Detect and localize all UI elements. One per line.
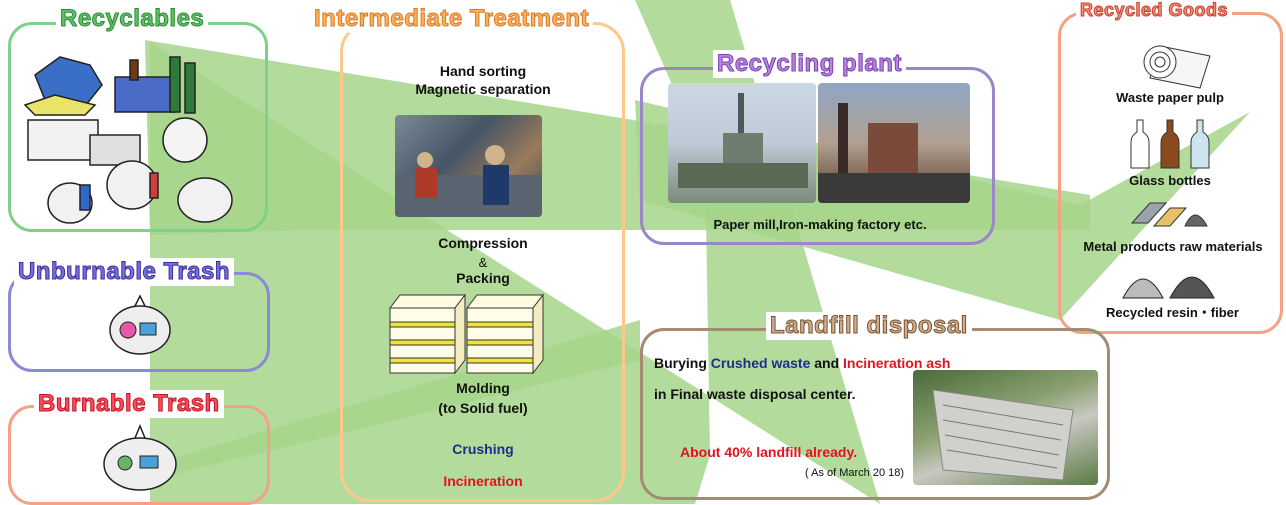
landfill-percent: About 40% landfill already. <box>680 444 858 460</box>
landfill-line1-c: and <box>810 355 844 371</box>
landfill-line1-a: Burying <box>654 355 711 371</box>
recycled-goods-title: Recycled Goods <box>1076 0 1233 21</box>
landfill-photo <box>913 370 1098 485</box>
paper-mill-photo <box>668 83 816 203</box>
resin-label: Recycled resin・fiber <box>1106 305 1239 320</box>
molding-label: Molding <box>456 380 510 396</box>
landfill-title: Landfill disposal <box>766 312 972 340</box>
sorting-photo <box>395 115 542 217</box>
unburnable-bag-icon <box>109 294 171 355</box>
ampersand-label: & <box>478 255 488 270</box>
landfill-line2: in Final waste disposal center. <box>654 386 856 402</box>
hand-sorting-label: Hand sorting <box>439 63 527 79</box>
paper-roll-icon <box>1143 45 1211 89</box>
recyclables-illustration <box>23 56 233 224</box>
pulp-label: Waste paper pulp <box>1116 90 1224 105</box>
crushing-label: Crushing <box>452 441 514 457</box>
incineration-ash-text: Incineration ash <box>843 355 951 371</box>
crushed-waste-text: Crushed waste <box>710 355 811 371</box>
metal-products-icon <box>1130 202 1208 227</box>
resin-fiber-icon <box>1122 276 1215 299</box>
compression-label: Compression <box>438 235 528 251</box>
glass-label: Glass bottles <box>1129 173 1211 188</box>
molding-sub-label: (to Solid fuel) <box>438 400 528 416</box>
magnetic-separation-label: Magnetic separation <box>415 81 551 97</box>
recycling-plant-title: Recycling plant <box>713 50 906 78</box>
intermediate-title: Intermediate Treatment <box>310 5 594 33</box>
unburnable-title: Unburnable Trash <box>14 258 235 286</box>
burnable-title: Burnable Trash <box>34 390 224 418</box>
metal-label: Metal products raw materials <box>1083 239 1263 254</box>
recyclables-title: Recyclables <box>56 5 209 33</box>
landfill-asof: ( As of March 20 18) <box>805 467 905 479</box>
packing-blocks-illustration <box>388 293 545 375</box>
incineration-label: Incineration <box>443 473 523 489</box>
iron-factory-photo <box>818 83 970 203</box>
glass-bottles-icon <box>1130 119 1210 169</box>
packing-label: Packing <box>456 270 510 286</box>
burnable-bag-icon <box>103 424 177 491</box>
landfill-line1: Burying Crushed waste and Incineration a… <box>654 355 950 371</box>
plant-caption: Paper mill,Iron-making factory etc. <box>713 217 927 232</box>
